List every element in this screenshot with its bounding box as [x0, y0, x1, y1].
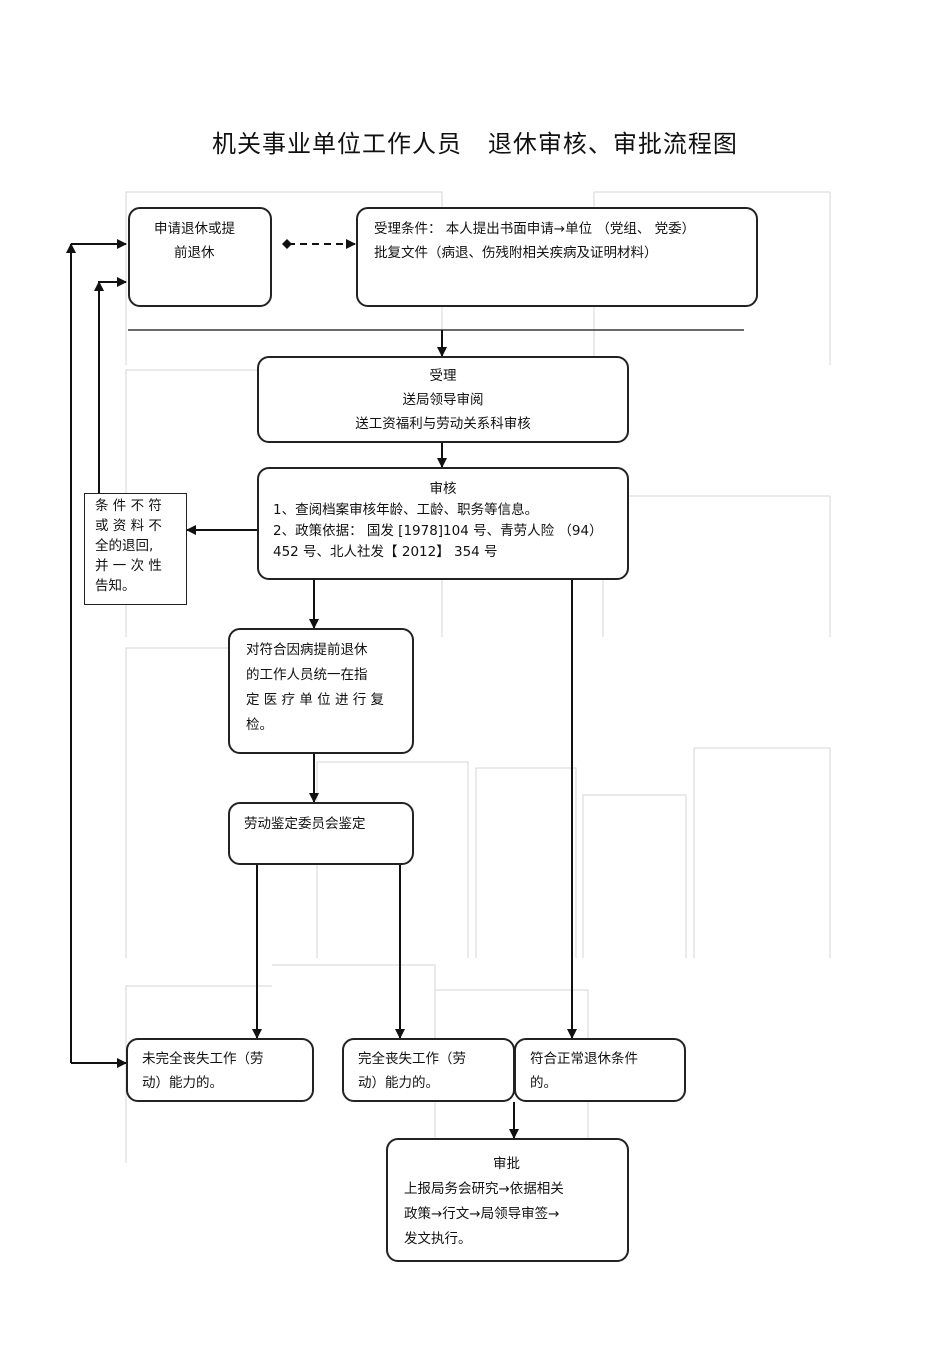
node-accept-conditions-line: 批复文件（病退、伤残附相关疾病及证明材料）: [374, 245, 658, 261]
node-review: 审核 1、查阅档案审核年龄、工龄、职务等信息。 2、政策依据： 国发 [1978…: [257, 467, 629, 580]
dashed-link-tail: [282, 239, 292, 249]
node-approve: 审批 上报局务会研究→依据相关 政策→行文→局领导审签→ 发文执行。: [386, 1138, 629, 1262]
node-normal-line: 的。: [530, 1075, 557, 1091]
node-apply-line: 前退休: [174, 245, 215, 261]
node-return-notice-line: 条 件 不 符: [95, 498, 162, 514]
node-approve-line: 政策→行文→局领导审签→: [404, 1206, 560, 1222]
node-partial-loss-line: 动）能力的。: [142, 1075, 223, 1091]
node-approve-heading: 审批: [493, 1156, 520, 1172]
node-partial-loss-line: 未完全丧失工作（劳: [142, 1051, 264, 1067]
page-title: 机关事业单位工作人员 退休审核、审批流程图: [212, 130, 738, 158]
node-accept-line: 送局领导审阅: [402, 392, 484, 408]
return-up-arrowhead: [94, 281, 104, 291]
node-approve-line: 上报局务会研究→依据相关: [404, 1181, 564, 1197]
node-accept-line: 送工资福利与劳动关系科审核: [355, 416, 531, 432]
node-approve-line: 发文执行。: [404, 1231, 472, 1247]
node-return-notice-line: 或 资 料 不: [95, 518, 162, 534]
node-accept-line: 受理: [429, 368, 457, 384]
node-recheck-line: 的工作人员统一在指: [246, 667, 368, 683]
node-accept: 受理 送局领导审阅 送工资福利与劳动关系科审核: [257, 356, 629, 443]
node-return-notice-line: 告知。: [95, 578, 136, 594]
node-review-line: 1、查阅档案审核年龄、工龄、职务等信息。: [273, 502, 539, 518]
node-apply-line: 申请退休或提: [154, 221, 235, 237]
node-normal: 符合正常退休条件 的。: [514, 1038, 686, 1102]
node-recheck-line: 定 医 疗 单 位 进 行 复: [246, 692, 385, 708]
node-recheck: 对符合因病提前退休 的工作人员统一在指 定 医 疗 单 位 进 行 复 检。: [228, 628, 414, 754]
arrow-return-to-apply: [98, 277, 127, 493]
node-full-loss: 完全丧失工作（劳 动）能力的。: [342, 1038, 515, 1102]
node-review-line: 2、政策依据： 国发 [1978]104 号、青劳人险 （94）: [273, 523, 603, 539]
node-return-notice-line: 并 一 次 性: [95, 558, 162, 574]
node-apply: 申请退休或提 前退休: [128, 207, 272, 307]
node-review-heading: 审核: [429, 481, 457, 497]
node-recheck-line: 检。: [246, 717, 273, 733]
node-review-line: 452 号、北人社发【 2012】 354 号: [273, 544, 498, 560]
node-return-notice-line: 全的退回,: [95, 538, 154, 554]
node-full-loss-line: 完全丧失工作（劳: [358, 1051, 466, 1067]
node-full-loss-line: 动）能力的。: [358, 1075, 439, 1091]
node-committee: 劳动鉴定委员会鉴定: [228, 802, 414, 865]
node-committee-line: 劳动鉴定委员会鉴定: [244, 816, 366, 832]
node-recheck-line: 对符合因病提前退休: [246, 642, 368, 658]
node-accept-conditions: 受理条件： 本人提出书面申请→单位 （党组、 党委） 批复文件（病退、伤残附相关…: [356, 207, 758, 307]
node-normal-line: 符合正常退休条件: [530, 1051, 638, 1067]
loop-up-arrowhead: [66, 243, 76, 253]
node-partial-loss: 未完全丧失工作（劳 动）能力的。: [126, 1038, 314, 1102]
node-return-notice: 条 件 不 符 或 资 料 不 全的退回, 并 一 次 性 告知。: [84, 493, 187, 605]
node-accept-conditions-line: 受理条件： 本人提出书面申请→单位 （党组、 党委）: [374, 221, 696, 237]
